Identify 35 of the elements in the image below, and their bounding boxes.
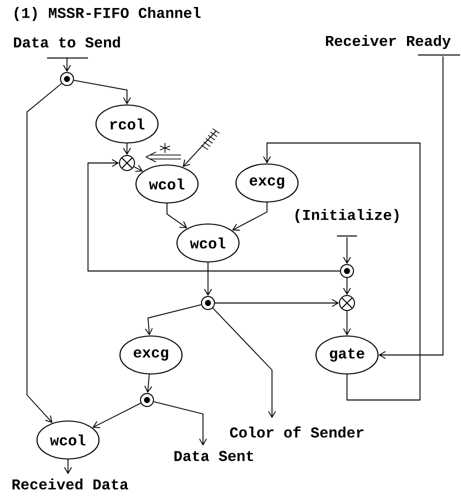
arrow <box>64 459 72 474</box>
arrow <box>153 401 207 446</box>
fork-circle <box>201 296 215 310</box>
terminal-label: Data Sent <box>174 450 254 462</box>
arrow <box>134 164 143 172</box>
arrow <box>123 143 131 155</box>
arrow <box>144 304 202 336</box>
join-circle <box>339 295 355 311</box>
fork-circle <box>140 393 154 407</box>
terminal-label: Receiver Ready <box>326 35 451 49</box>
arrow <box>204 262 212 296</box>
arrow <box>214 299 339 307</box>
arrow <box>263 142 420 400</box>
arrow <box>144 374 152 394</box>
terminal-label: Data to Send <box>14 36 120 48</box>
arrow <box>232 202 268 231</box>
terminal-label: Color of Sender <box>230 426 364 438</box>
arrow <box>92 402 142 428</box>
join-circle <box>119 155 135 171</box>
arrow <box>343 236 351 264</box>
hatched-arrow <box>182 128 220 168</box>
arrow <box>378 56 444 359</box>
fork-circle <box>60 72 74 86</box>
fork-circle <box>340 264 354 278</box>
arrow <box>343 310 351 336</box>
arrow <box>63 57 71 72</box>
terminal-label: (Initialize) <box>296 209 398 223</box>
arrow <box>166 203 188 228</box>
arrow <box>343 278 351 295</box>
title: (1) MSSR-FIFO Channel <box>14 7 201 21</box>
arrow <box>88 159 340 272</box>
arrow <box>73 80 131 104</box>
terminal-label: Received Data <box>12 478 128 490</box>
arrow <box>212 308 276 418</box>
arrow <box>26 83 62 423</box>
